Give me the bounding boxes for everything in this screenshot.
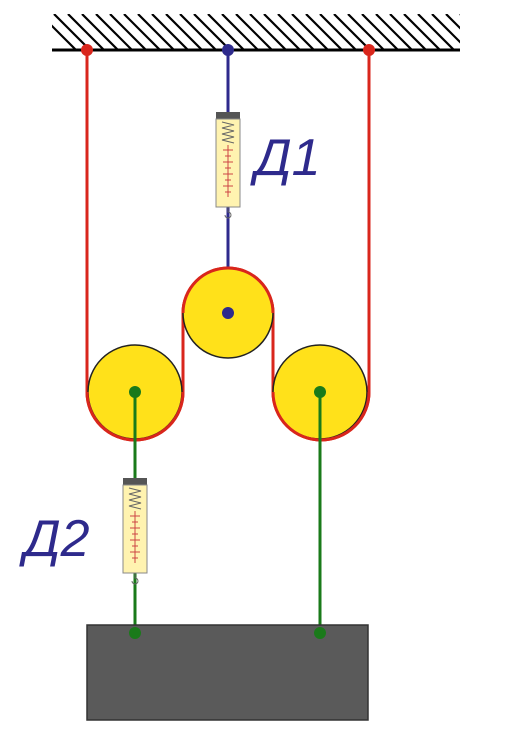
hatch-line — [123, 14, 161, 50]
ceiling-anchor-center — [222, 44, 234, 56]
hatch-line — [193, 14, 231, 50]
hatch-line — [52, 24, 77, 50]
dynamometer-2-cap — [123, 478, 147, 485]
dynamometer-1 — [215, 112, 241, 219]
weight-block — [86, 624, 369, 721]
dynamometer-1-spring — [221, 121, 235, 144]
left-pulley-axle — [129, 386, 141, 398]
top-pulley-axle — [222, 307, 234, 319]
dynamometer-2-spring — [128, 487, 142, 510]
dynamometer-2-label: Д2 — [19, 510, 90, 568]
hatch-line — [431, 14, 460, 44]
hatch-line — [221, 14, 259, 50]
hatch-line — [333, 14, 371, 50]
right-pulley-axle — [314, 386, 326, 398]
weight-attach-right — [314, 627, 326, 639]
hatch-line — [53, 14, 91, 50]
hatch-line — [277, 14, 315, 50]
ceiling-anchor-left — [81, 44, 93, 56]
hatch-line — [109, 14, 147, 50]
hatch-line — [347, 14, 385, 50]
hatch-line — [95, 14, 133, 50]
weight-attach-left — [129, 627, 141, 639]
hatch-line — [207, 14, 245, 50]
hatch-line — [165, 14, 203, 50]
hatch-line — [361, 14, 399, 50]
dynamometer-2-ticks — [130, 515, 140, 559]
hatch-line — [305, 14, 343, 50]
hatch-line — [249, 14, 287, 50]
hatch-line — [137, 14, 175, 50]
ceiling-hatching — [52, 14, 510, 50]
hatch-line — [67, 14, 105, 50]
hatch-line — [81, 14, 119, 50]
hatch-line — [179, 14, 217, 50]
hatch-line — [151, 14, 189, 50]
ceiling — [52, 14, 510, 52]
hatch-line — [291, 14, 329, 50]
hatch-line — [263, 14, 301, 50]
hatch-line — [417, 14, 455, 50]
hatch-line — [319, 14, 357, 50]
dynamometer-1-cap — [216, 112, 240, 119]
hatch-line — [445, 14, 460, 30]
dynamometer-1-label: Д1 — [250, 129, 321, 187]
hatch-line — [459, 14, 460, 16]
hatch-line — [474, 14, 510, 50]
hatch-line — [389, 14, 427, 50]
hatch-line — [375, 14, 413, 50]
dynamometer-2-hook — [131, 573, 139, 585]
hatch-line — [235, 14, 273, 50]
dynamometer-1-hook — [224, 207, 232, 219]
dynamometer-1-ticks — [223, 149, 233, 193]
hatch-line — [403, 14, 441, 50]
ceiling-anchor-right — [363, 44, 375, 56]
dynamometer-2 — [122, 478, 148, 585]
